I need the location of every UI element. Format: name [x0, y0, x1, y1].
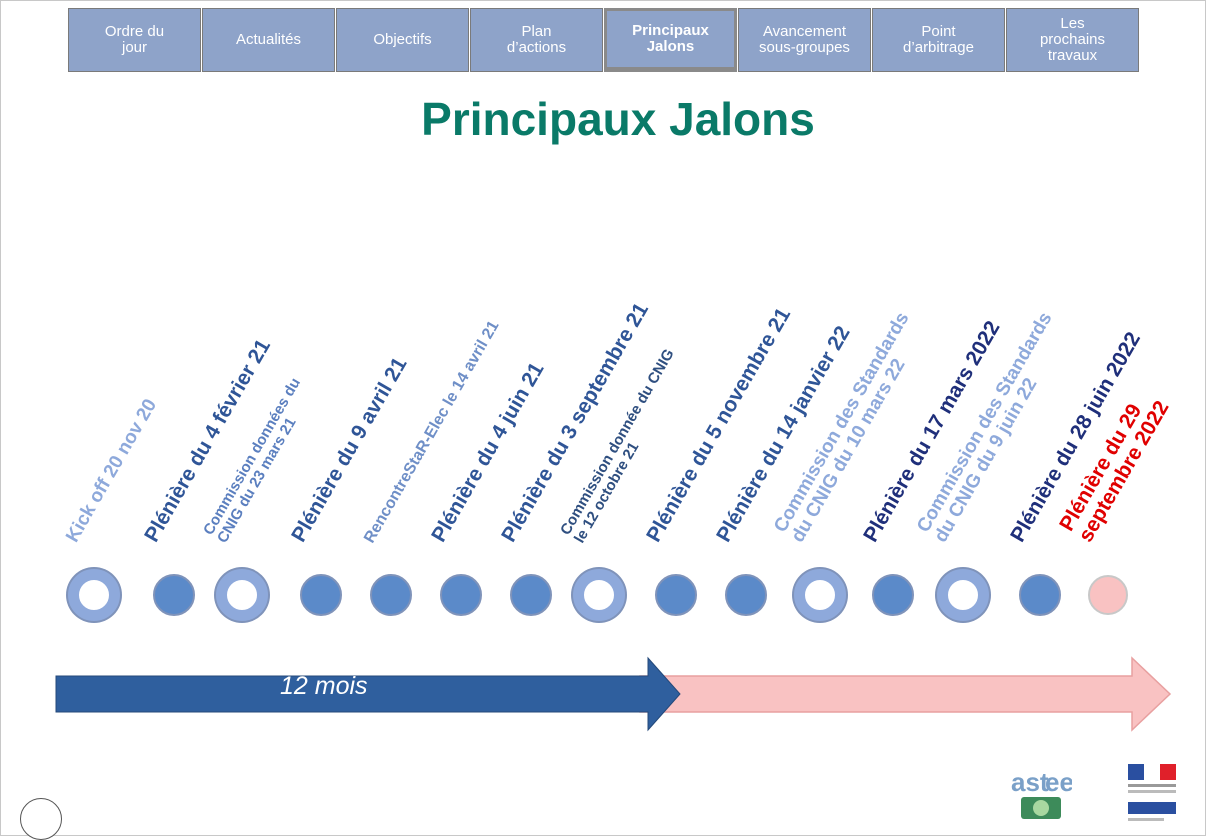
duration-label: 12 mois	[280, 672, 368, 700]
svg-text:ast: ast	[1011, 767, 1049, 797]
page-title: Principaux Jalons	[421, 93, 815, 145]
astee-logo: ast ee	[1007, 763, 1072, 823]
svg-text:ee: ee	[1045, 767, 1072, 797]
milestone-marker	[573, 569, 625, 621]
tab-plan-d-actions[interactable]: Plan d’actions	[470, 8, 603, 72]
tab-principaux-jalons[interactable]: Principaux Jalons	[604, 8, 737, 72]
milestone-marker	[725, 574, 767, 616]
future-arrow	[639, 656, 1172, 732]
milestone-marker	[440, 574, 482, 616]
elapsed-arrow	[55, 656, 681, 732]
tab-actualités[interactable]: Actualités	[202, 8, 335, 72]
cnig-logo	[1126, 762, 1186, 826]
milestone-marker	[937, 569, 989, 621]
slide-number-badge	[20, 798, 62, 840]
milestone-marker	[370, 574, 412, 616]
milestone-marker	[872, 574, 914, 616]
milestone-marker	[300, 574, 342, 616]
tab-ordre-du-jour[interactable]: Ordre du jour	[68, 8, 201, 72]
milestone-marker	[153, 574, 195, 616]
milestone-marker	[216, 569, 268, 621]
tab-avancement-sous-groupes[interactable]: Avancement sous-groupes	[738, 8, 871, 72]
milestone-marker	[68, 569, 120, 621]
milestone-marker	[1019, 574, 1061, 616]
tab-point-d-arbitrage[interactable]: Point d’arbitrage	[872, 8, 1005, 72]
milestone-marker	[1088, 575, 1128, 615]
tab-les-prochains-travaux[interactable]: Les prochains travaux	[1006, 8, 1139, 72]
milestone-marker	[794, 569, 846, 621]
tab-objectifs[interactable]: Objectifs	[336, 8, 469, 72]
milestone-marker	[510, 574, 552, 616]
milestone-marker	[655, 574, 697, 616]
